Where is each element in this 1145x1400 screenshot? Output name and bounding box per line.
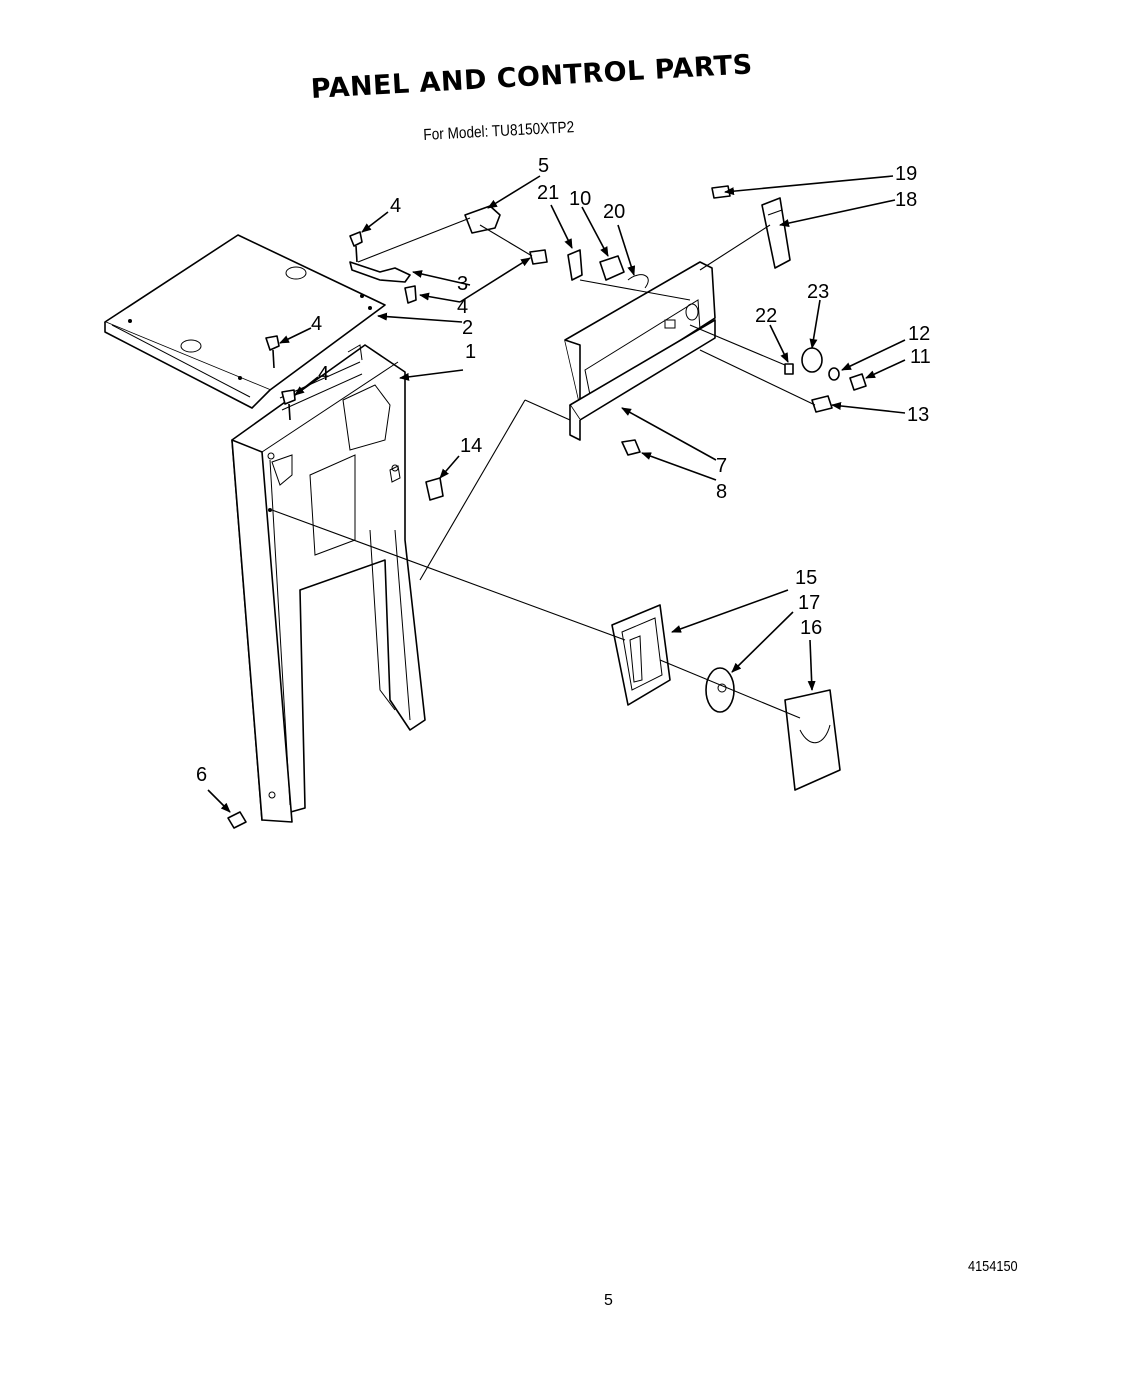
clip-part-21 bbox=[567, 249, 583, 281]
latch-part-18 bbox=[761, 197, 791, 269]
callout-3: 3 bbox=[457, 273, 468, 295]
callout-labels: 1 2 3 4 4 4 4 5 6 7 8 10 11 12 13 14 15 … bbox=[196, 155, 931, 786]
control-panel-part-7 bbox=[564, 261, 716, 441]
callout-4-top: 4 bbox=[390, 195, 401, 217]
callout-leaders bbox=[207, 175, 906, 813]
top-cover-plate bbox=[104, 234, 386, 409]
screw-part-4c bbox=[265, 335, 280, 369]
callout-6: 6 bbox=[196, 764, 207, 786]
callout-12: 12 bbox=[908, 323, 930, 345]
main-panel-frame bbox=[231, 344, 426, 823]
callout-11: 11 bbox=[910, 346, 931, 368]
callout-13: 13 bbox=[907, 404, 929, 426]
callout-7: 7 bbox=[716, 455, 727, 477]
bracket-part-3 bbox=[349, 261, 411, 283]
callout-18: 18 bbox=[895, 189, 917, 211]
ring-part-23 bbox=[801, 347, 823, 373]
block-part-10 bbox=[599, 255, 625, 281]
page-number: 5 bbox=[604, 1292, 613, 1309]
callout-10: 10 bbox=[569, 188, 591, 210]
callout-8: 8 bbox=[716, 481, 727, 503]
washer-part-12 bbox=[828, 367, 840, 381]
cam-part-17 bbox=[705, 667, 735, 713]
screw-part-4b bbox=[404, 285, 417, 304]
callout-15: 15 bbox=[795, 567, 817, 589]
callout-4-low: 4 bbox=[318, 363, 329, 385]
switch-housing-part-15 bbox=[611, 604, 671, 706]
callout-17: 17 bbox=[798, 592, 820, 614]
alignment-lines bbox=[271, 217, 816, 719]
callout-4-left: 4 bbox=[311, 313, 322, 335]
screw-part-6 bbox=[227, 811, 247, 829]
clip-part-5 bbox=[464, 205, 548, 265]
dial-plate-part-16 bbox=[784, 689, 841, 791]
callout-19: 19 bbox=[895, 163, 917, 185]
document-number: 4154150 bbox=[968, 1258, 1018, 1275]
callout-4-mid: 4 bbox=[457, 296, 468, 318]
switch-part-13 bbox=[811, 395, 833, 413]
callout-14: 14 bbox=[460, 435, 482, 457]
callout-2: 2 bbox=[462, 317, 473, 339]
callout-16: 16 bbox=[800, 617, 822, 639]
spring-part-20 bbox=[627, 274, 649, 289]
knob-part-11 bbox=[849, 373, 867, 391]
callout-20: 20 bbox=[603, 201, 625, 223]
callout-23: 23 bbox=[807, 281, 829, 303]
callout-21: 21 bbox=[537, 182, 559, 204]
switch-part-14 bbox=[389, 465, 444, 501]
screw-part-4d bbox=[281, 389, 296, 421]
callout-22: 22 bbox=[755, 305, 777, 327]
callout-5: 5 bbox=[538, 155, 549, 177]
screw-part-8 bbox=[621, 439, 641, 456]
screw-part-4a bbox=[349, 231, 363, 263]
callout-1: 1 bbox=[465, 341, 476, 363]
spring-part-22 bbox=[784, 363, 794, 375]
